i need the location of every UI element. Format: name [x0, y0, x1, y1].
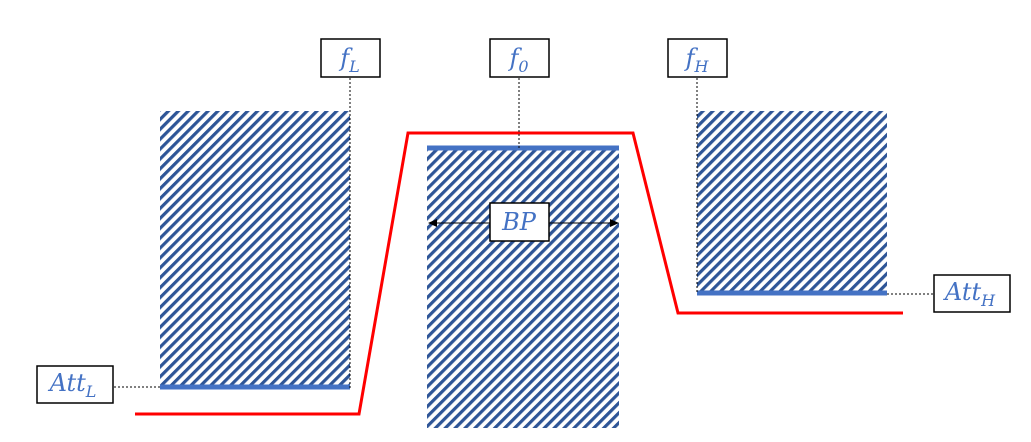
svg-text:AttL: AttL [48, 369, 97, 401]
att-low-label-sub: L [85, 382, 97, 401]
att-low-label-box: AttL [36, 365, 114, 404]
att-high-label-sub: H [980, 291, 996, 310]
f-high-label-box: fH [667, 38, 728, 78]
att-low-label-main: Att [48, 369, 87, 397]
passband-region [427, 148, 619, 428]
svg-text:AttH: AttH [943, 278, 996, 310]
att-high-label-main: Att [943, 278, 982, 306]
f-center-label-sub: 0 [518, 57, 528, 76]
bandpass-label: BP [501, 208, 537, 236]
stopband-low-region [160, 111, 350, 388]
f-high-label-sub: H [693, 57, 709, 76]
stopband-high-region [697, 111, 887, 293]
f-low-label-sub: L [348, 57, 360, 76]
bandpass-label-box: BP [489, 202, 550, 242]
att-high-label-box: AttH [933, 274, 1011, 313]
filter-response-curve [135, 131, 903, 416]
f-center-label-box: f0 [489, 38, 550, 78]
f-low-label-box: fL [320, 38, 381, 78]
